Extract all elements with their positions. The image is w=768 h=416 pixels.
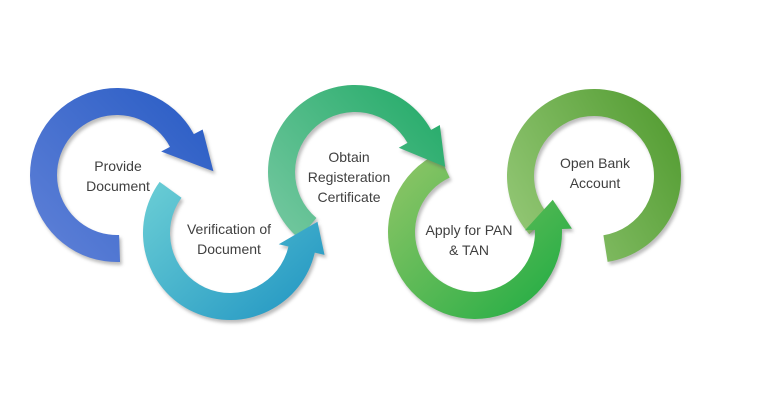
- circular-arrow-provide-document: [30, 88, 214, 263]
- circular-arrow-obtain-registeration-certificate: [268, 85, 446, 239]
- circular-arrow-apply-for-pan-tan: [388, 153, 572, 319]
- circular-arrow-verification-of-document: [142, 181, 325, 321]
- circular-arrow-open-bank-account: [507, 88, 682, 262]
